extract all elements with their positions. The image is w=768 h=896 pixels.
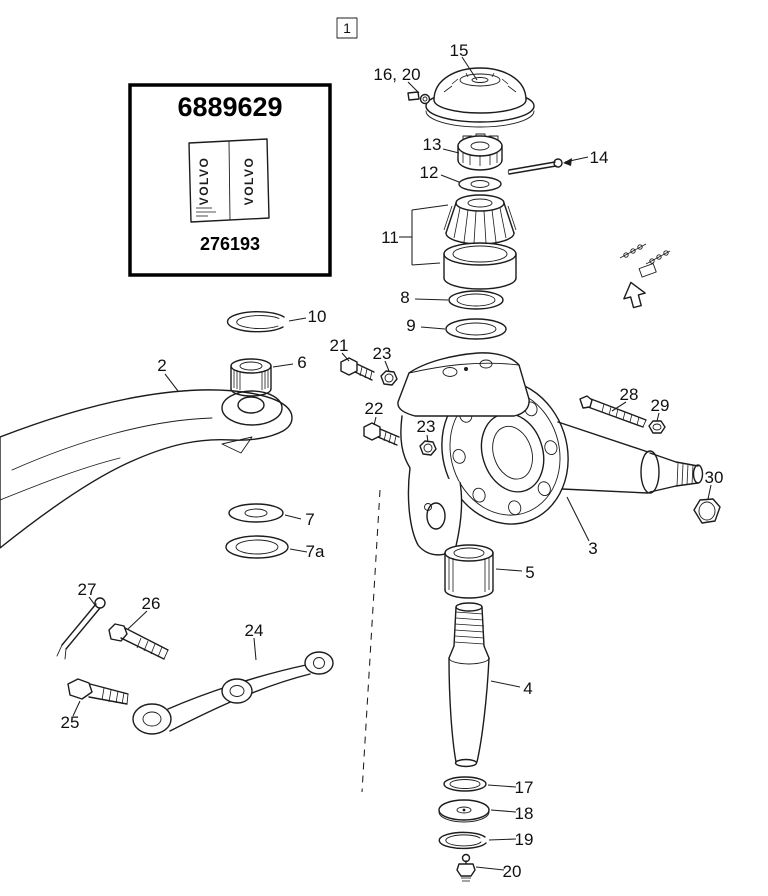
group-divider-dashed-line (361, 489, 381, 793)
alt-part-number: 276193 (200, 234, 260, 254)
cotter-pin-14-part (507, 158, 563, 175)
part-callout-7a: 7a (306, 542, 325, 561)
bolt-26-part (108, 623, 169, 660)
part-callout-8: 8 (400, 288, 409, 307)
part-callout-6: 6 (297, 353, 306, 372)
part-callout-14: 14 (590, 148, 609, 167)
seal-7a-part (225, 535, 289, 559)
bolt-21-part (340, 357, 375, 381)
part-callout-13: 13 (423, 135, 442, 154)
part-callout-12: 12 (420, 163, 439, 182)
washer-7-part (228, 503, 284, 523)
hub-cap-part (425, 67, 535, 128)
part-callout-11: 11 (381, 228, 399, 247)
part-callout-10: 10 (308, 307, 327, 326)
part-callout-18: 18 (515, 804, 534, 823)
bearing-cone-11-part (443, 194, 517, 245)
grease-fitting-20-part (456, 853, 476, 882)
callout-labels: 15 16, 20 13 14 12 11 8 9 10 2 6 21 23 2… (61, 41, 724, 881)
part-number: 6889629 (177, 92, 282, 122)
part-callout-25: 25 (61, 713, 80, 732)
kingpin-bushing-5-part (444, 544, 494, 599)
washer-18-part (438, 799, 490, 823)
snap-ring-10-part (226, 311, 285, 333)
part-callout-3: 3 (588, 539, 597, 558)
part-callout-24: 24 (245, 621, 264, 640)
part-callout-9: 9 (406, 316, 415, 335)
snap-ring-19-part (438, 831, 487, 850)
part-callout-15: 15 (450, 41, 469, 60)
washer-12-part (458, 176, 502, 192)
washer-17-part (443, 776, 487, 792)
part-callout-5: 5 (525, 563, 534, 582)
washer-8-part (448, 290, 504, 310)
part-callout-23-lower: 23 (417, 417, 436, 436)
part-callout-29: 29 (651, 396, 670, 415)
tie-rod-arm-24-part (132, 651, 334, 735)
part-callout-16-20: 16, 20 (373, 65, 420, 84)
knuckle-lower-bracket-part (400, 415, 463, 556)
spindle-shaft-part (557, 421, 704, 494)
part-callout-23-upper: 23 (373, 344, 392, 363)
part-callout-28: 28 (620, 385, 639, 404)
bolt-28-part (579, 395, 647, 428)
part-callout-30: 30 (705, 468, 724, 487)
nut-29-part (648, 420, 666, 434)
nut-23-upper-part (380, 370, 398, 386)
bolt-25-part (67, 678, 129, 705)
part-callout-20: 20 (503, 862, 522, 881)
volvo-brand-right: VOLVO (242, 157, 256, 206)
steering-arm-part (0, 389, 293, 549)
cotter-pin-27-part (56, 597, 106, 660)
kingpin-4-part (448, 602, 490, 768)
leader-lines (72, 56, 712, 871)
bushing-6-part (230, 358, 272, 397)
part-callout-21: 21 (330, 336, 349, 355)
nut-23-lower-part (419, 440, 437, 456)
volvo-carton-icon: VOLVO VOLVO (188, 138, 270, 223)
washer-9-part (445, 318, 507, 340)
part-callout-26: 26 (142, 594, 161, 613)
figure-ref-box: 1 (336, 17, 358, 39)
figure-ref-label: 1 (343, 20, 351, 36)
inset-pictogram (619, 243, 671, 309)
part-callout-17: 17 (515, 778, 534, 797)
axle-nut-30-part (693, 498, 721, 524)
part-callout-19: 19 (515, 830, 534, 849)
castle-nut-13-part (457, 133, 503, 171)
part-callout-4: 4 (523, 679, 532, 698)
bearing-cup-11-part (443, 242, 517, 290)
part-callout-2: 2 (157, 356, 166, 375)
grease-fitting-16-part (407, 91, 431, 105)
volvo-brand-left: VOLVO (197, 157, 211, 206)
bolt-22-part (363, 422, 400, 446)
up-arrow-icon (623, 281, 646, 309)
part-callout-27: 27 (78, 580, 97, 599)
part-callout-22: 22 (365, 399, 384, 418)
knuckle-top-boss-part (397, 352, 530, 417)
part-callout-7: 7 (305, 510, 314, 529)
part-number-box: 6889629 VOLVO VOLVO 276193 (128, 83, 332, 277)
